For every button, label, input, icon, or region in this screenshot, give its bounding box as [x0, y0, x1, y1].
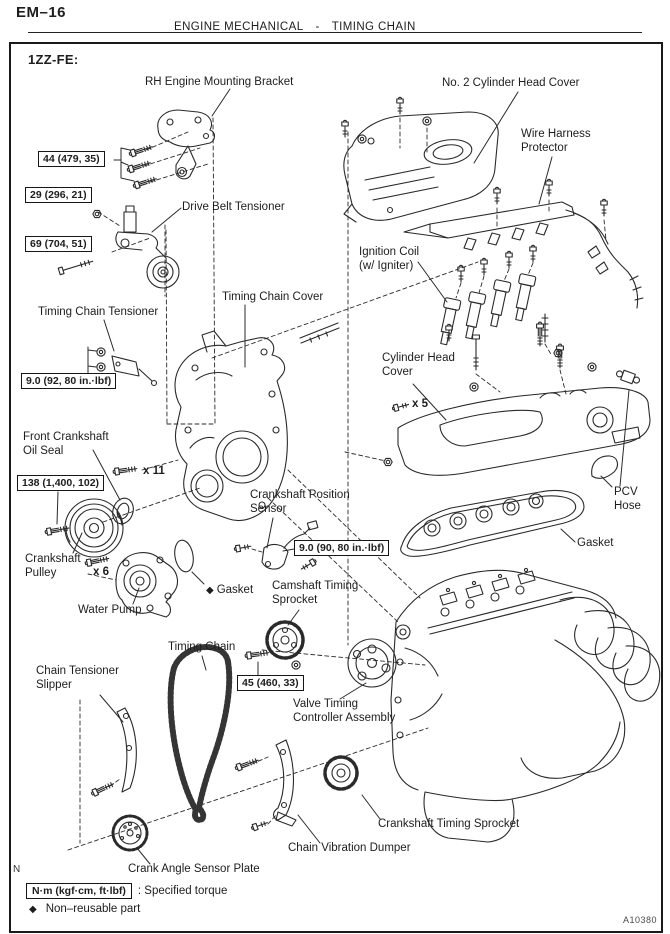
assembly-dashed-lines	[67, 117, 607, 851]
header-topic: TIMING CHAIN	[331, 21, 416, 33]
water-pump-drawing	[84, 552, 179, 618]
label-timing-chain-tensioner: Timing Chain Tensioner	[38, 306, 159, 318]
timing-chain-tensioner-drawing	[96, 347, 158, 387]
legend-torque: N·m (kgf·cm, ft·lbf) : Specified torque	[26, 883, 227, 899]
label-gasket-valve-cover: Gasket	[577, 537, 614, 549]
label-timing-chain: Timing Chain	[168, 641, 236, 653]
torque-spec-chain-tensioner: 9.0 (92, 80 in.·lbf)	[21, 373, 117, 390]
label-crankshaft-position-sensor: Crankshaft Position Sensor	[250, 489, 350, 516]
label-gasket-oring: ◆Gasket	[206, 583, 253, 597]
header-separator: -	[315, 21, 320, 33]
label-cylinder-head-cover: Cylinder Head Cover	[382, 352, 455, 379]
label-crankshaft-pulley: Crankshaft Pulley	[25, 553, 81, 580]
non-reusable-diamond-icon: ◆	[29, 903, 37, 915]
label-valve-timing-controller: Valve Timing Controller Assembly	[293, 698, 396, 725]
running-header: ENGINE MECHANICAL-TIMING CHAIN	[168, 21, 422, 33]
label-rh-engine-mounting-bracket: RH Engine Mounting Bracket	[145, 76, 294, 88]
figure-code: A10380	[622, 915, 657, 925]
label-timing-chain-cover: Timing Chain Cover	[222, 291, 324, 303]
label-no2-cylinder-head-cover: No. 2 Cylinder Head Cover	[442, 77, 580, 89]
torque-spec-crankshaft-pulley-bolt: 138 (1,400, 102)	[17, 475, 105, 492]
label-gasket-oring-text: Gasket	[216, 584, 254, 596]
camshaft-timing-sprocket-drawing	[244, 620, 305, 670]
label-water-pump: Water Pump	[78, 604, 142, 616]
torque-spec-camshaft-sprocket-bolt: 45 (460, 33)	[237, 675, 304, 692]
chain-vibration-dumper-drawing	[233, 739, 297, 832]
legend-non-reusable: ◆ Non–reusable part	[29, 903, 140, 915]
wire-harness-protector-drawing	[403, 178, 644, 309]
ignition-coils-drawing	[440, 244, 563, 358]
non-reusable-diamond-icon: ◆	[206, 585, 214, 596]
timing-chain-drawing	[167, 644, 233, 823]
label-camshaft-timing-sprocket: Camshaft Timing Sprocket	[272, 580, 359, 607]
label-crank-angle-sensor-plate: Crank Angle Sensor Plate	[128, 863, 260, 875]
cylinder-head-cover-drawing	[383, 321, 651, 476]
legend-non-reusable-text: Non–reusable part	[45, 903, 141, 915]
figure-border	[9, 42, 663, 933]
pcv-hose-drawing	[591, 369, 641, 479]
crankshaft-pulley-drawing	[44, 498, 124, 558]
crankshaft-position-sensor-drawing	[233, 520, 319, 573]
label-pcv-hose: PCV Hose	[614, 486, 641, 513]
label-front-crankshaft-oil-seal: Front Crankshaft Oil Seal	[23, 431, 109, 458]
no2-cylinder-head-cover-drawing	[341, 96, 499, 223]
front-crankshaft-oil-seal-drawing	[112, 497, 134, 525]
crankshaft-timing-sprocket-drawing	[323, 755, 359, 791]
torque-spec-tensioner-nut: 29 (296, 21)	[25, 187, 92, 204]
page-number: EM–16	[16, 4, 67, 21]
callout-x11: x 11	[143, 465, 165, 477]
legend-torque-unit-box: N·m (kgf·cm, ft·lbf)	[26, 883, 132, 899]
legend-torque-meaning: : Specified torque	[137, 885, 228, 897]
engine-code: 1ZZ-FE:	[28, 52, 79, 67]
timing-chain-cover-drawing	[112, 322, 340, 521]
callout-x5: x 5	[412, 398, 428, 410]
valve-cover-gasket-drawing	[400, 489, 585, 557]
callout-x6: x 6	[93, 566, 109, 578]
label-wire-harness-protector: Wire Harness Protector	[521, 128, 591, 155]
valve-timing-controller-drawing	[347, 638, 397, 688]
oring-gasket-drawing	[174, 539, 194, 573]
engine-block-drawing	[390, 567, 661, 843]
drive-belt-tensioner-drawing	[57, 205, 180, 289]
header-section: ENGINE MECHANICAL	[174, 21, 304, 33]
label-crankshaft-timing-sprocket: Crankshaft Timing Sprocket	[378, 818, 520, 830]
torque-spec-tensioner-pivot-bolt: 69 (704, 51)	[25, 236, 92, 253]
rh-engine-mounting-bracket-drawing	[125, 109, 216, 190]
label-chain-tensioner-slipper: Chain Tensioner Slipper	[36, 665, 119, 692]
label-ignition-coil: Ignition Coil (w/ Igniter)	[359, 246, 420, 273]
chain-tensioner-slipper-drawing	[89, 707, 137, 798]
margin-letter: N	[13, 864, 21, 875]
header-rule	[28, 32, 642, 33]
crank-angle-sensor-plate-drawing	[111, 814, 149, 852]
label-chain-vibration-dumper: Chain Vibration Dumper	[288, 842, 411, 854]
torque-spec-mounting-bracket: 44 (479, 35)	[38, 151, 105, 168]
label-drive-belt-tensioner: Drive Belt Tensioner	[182, 201, 285, 213]
torque-spec-position-sensor-bolt: 9.0 (90, 80 in.·lbf)	[294, 540, 390, 557]
